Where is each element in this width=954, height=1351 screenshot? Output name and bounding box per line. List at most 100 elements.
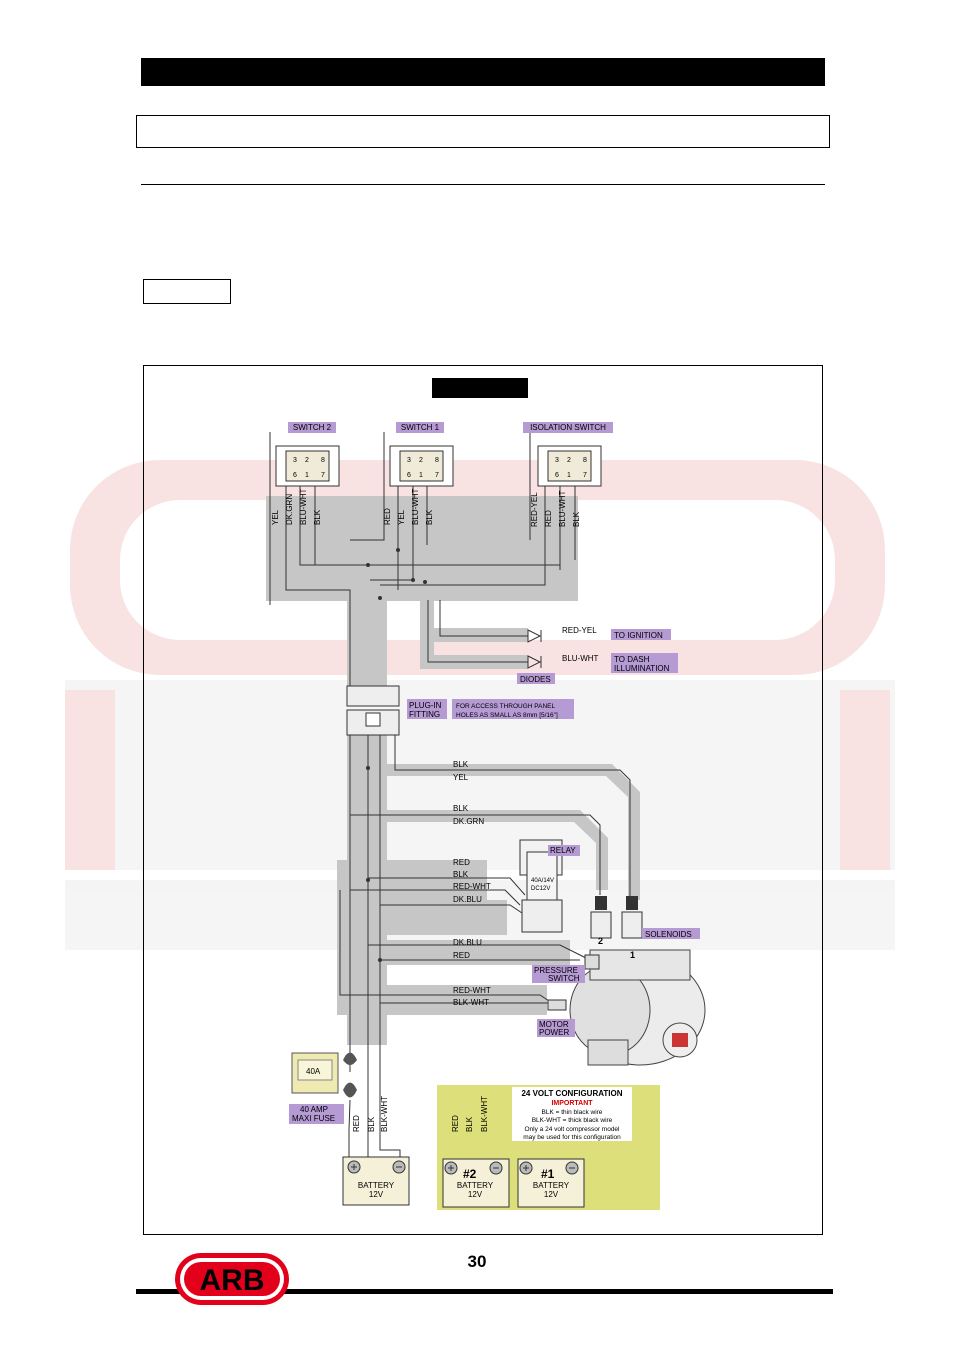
config24-note: may be used for this configuration	[523, 1134, 621, 1141]
wire-label: YEL	[453, 773, 469, 782]
label-backgrounds	[288, 422, 700, 1124]
plug-label-2: FITTING	[409, 710, 440, 719]
config24-panel	[437, 1085, 660, 1210]
motor-power-label: MOTOR	[539, 1020, 569, 1029]
footer-rule	[136, 1289, 833, 1294]
fuse-marking: 40A	[306, 1067, 321, 1076]
battery-2-label-2: 12V	[468, 1190, 483, 1199]
relay-marking: 40A/14V	[531, 878, 554, 884]
wire-label: DK.BLU	[453, 938, 482, 947]
sw2-wire-label: BLU-WHT	[299, 488, 308, 525]
sw1-pin: 2	[419, 457, 423, 464]
config24-note: BLK-WHT = thick black wire	[532, 1117, 613, 1124]
sw2-wire-label: DK.GRN	[285, 494, 294, 525]
iso-pin: 6	[555, 472, 559, 479]
motor-power-label-2: POWER	[539, 1028, 569, 1037]
diode-wire-ignition-label: RED-YEL	[562, 626, 597, 635]
config24-important: IMPORTANT	[551, 1100, 593, 1107]
sw2-wire-label: BLK	[313, 509, 322, 525]
config24-wire-label: BLK	[465, 1116, 474, 1132]
solenoid-1-icon	[621, 896, 643, 939]
wire-label: DK.BLU	[453, 895, 482, 904]
solenoid-num: 2	[598, 936, 603, 946]
motor-power-connector-icon	[547, 999, 567, 1011]
wire-label: RED-WHT	[453, 882, 491, 891]
battery-2-label: BATTERY	[457, 1181, 494, 1190]
iso-pin: 3	[555, 457, 559, 464]
to-ignition-label: TO IGNITION	[614, 631, 663, 640]
battery-label: BATTERY	[358, 1181, 395, 1190]
plug-label: PLUG-IN	[409, 701, 442, 710]
switch-1-label: SWITCH 1	[401, 423, 440, 432]
relay-icon	[519, 839, 563, 933]
sw2-pin: 3	[293, 457, 297, 464]
switch-2-label: SWITCH 2	[293, 423, 332, 432]
diode-wire-dash-label: BLU-WHT	[562, 654, 599, 663]
diagram-title-bar	[432, 378, 528, 398]
fuse-label-2: MAXI FUSE	[292, 1114, 335, 1123]
wire-label: RED	[453, 951, 470, 960]
iso-pin: 2	[567, 457, 571, 464]
iso-wire-label: RED	[544, 510, 553, 527]
sw2-pin: 8	[321, 457, 325, 464]
wire-label: BLK	[453, 804, 469, 813]
sw1-wire-label: BLK	[425, 509, 434, 525]
battery-1-label-2: 12V	[544, 1190, 559, 1199]
battery-wire-label: BLK-WHT	[380, 1096, 389, 1132]
pressure-switch-label-2: SWITCH	[548, 974, 580, 983]
pressure-switch-icon	[584, 954, 600, 970]
sw1-pin: 8	[435, 457, 439, 464]
sw1-pin: 1	[419, 472, 423, 479]
note-label-box	[143, 279, 231, 304]
wire-label: DK.GRN	[453, 817, 484, 826]
battery-wire-label: BLK	[367, 1116, 376, 1132]
subsection-title-box	[136, 115, 830, 148]
relay-label: RELAY	[550, 846, 576, 855]
sw1-wire-label: BLU-WHT	[411, 488, 420, 525]
wire-label: BLK	[453, 870, 469, 879]
wire-label: BLK	[453, 760, 469, 769]
sw1-pin: 3	[407, 457, 411, 464]
solenoid-2-icon	[590, 896, 612, 939]
to-dash-label: TO DASH	[614, 655, 650, 664]
sw2-wire-label: YEL	[271, 509, 280, 525]
solenoids-label: SOLENOIDS	[645, 930, 692, 939]
iso-pin: 7	[583, 472, 587, 479]
battery-icon	[342, 1156, 410, 1206]
sw2-pin: 7	[321, 472, 325, 479]
compressor-icon	[569, 949, 706, 1066]
iso-pin: 8	[583, 457, 587, 464]
section-title-bar	[141, 58, 825, 86]
logo-text: ARB	[200, 1264, 265, 1297]
sw2-pin: 2	[305, 457, 309, 464]
sw1-wire-label: YEL	[397, 509, 406, 525]
wire-label: BLK-WHT	[453, 998, 489, 1007]
relay-marking-2: DC12V	[531, 886, 550, 892]
diode-dash-icon	[527, 655, 542, 669]
iso-wire-label: BLU-WHT	[558, 490, 567, 527]
battery-1-number: #1	[541, 1167, 555, 1181]
iso-wire-label: BLK	[572, 511, 581, 527]
diode-ignition-icon	[527, 629, 542, 643]
junction-dots	[366, 548, 427, 962]
solenoid-num: 1	[630, 950, 635, 960]
plug-note-2: HOLES AS SMALL AS 8mm [5/16"]	[456, 712, 558, 719]
isolation-switch-label: ISOLATION SWITCH	[530, 423, 606, 432]
battery-label-2: 12V	[369, 1190, 384, 1199]
sw2-pin: 1	[305, 472, 309, 479]
config24-note: Only a 24 volt compressor model	[524, 1126, 620, 1133]
sw1-pin: 6	[407, 472, 411, 479]
page-number: 30	[467, 1252, 487, 1271]
arb-logo: ARB	[175, 1253, 289, 1305]
battery-1-label: BATTERY	[533, 1181, 570, 1190]
plug-in-fitting	[346, 685, 400, 736]
iso-wire-label: RED-YEL	[530, 492, 539, 527]
switch-2-body	[275, 445, 340, 487]
config24-note: BLK = thin black wire	[542, 1109, 603, 1116]
to-dash-label-2: ILLUMINATION	[614, 664, 670, 673]
diodes-label: DIODES	[520, 675, 551, 684]
header-rule	[141, 184, 825, 185]
iso-pin: 1	[567, 472, 571, 479]
